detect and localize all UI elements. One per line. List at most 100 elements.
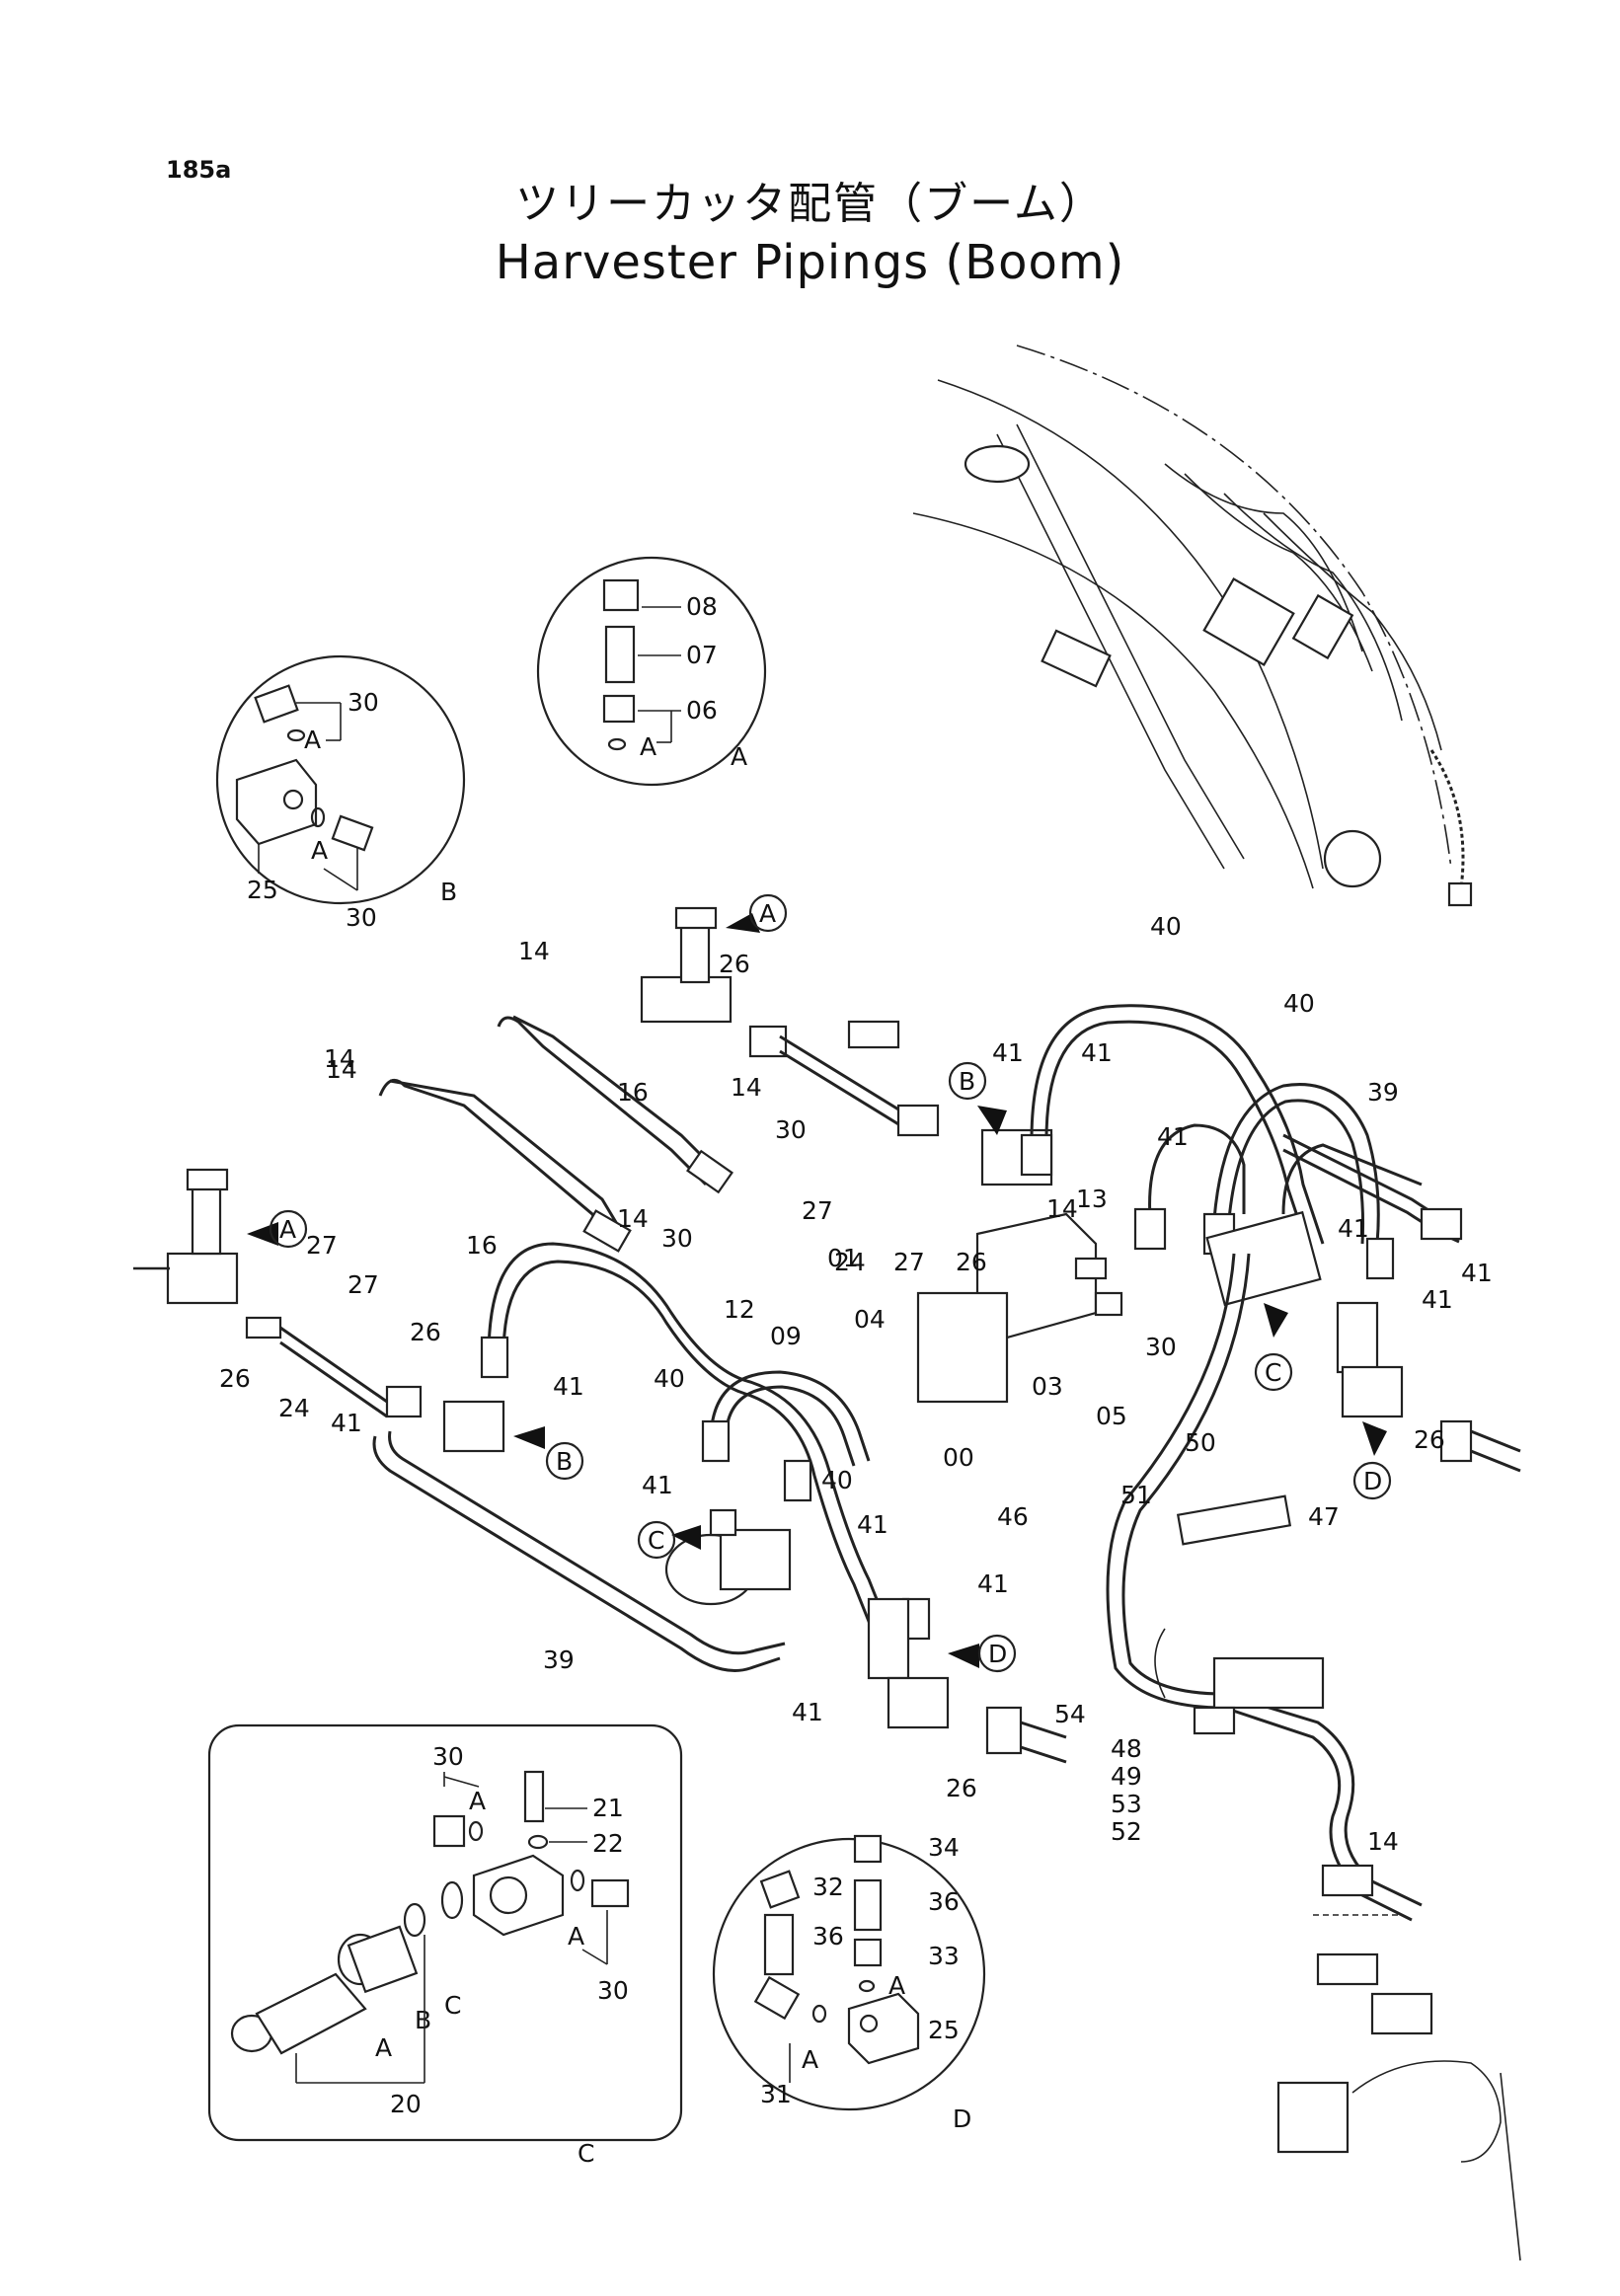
label-40-c: 40 xyxy=(654,1364,685,1393)
label-41-f: 41 xyxy=(1422,1285,1453,1314)
c-label-30-right: 30 xyxy=(597,1976,629,2005)
c-label-21: 21 xyxy=(592,1794,624,1822)
label-13: 13 xyxy=(1076,1185,1108,1213)
label-14-g: 14 xyxy=(324,1044,355,1073)
caption-c: C xyxy=(578,2139,594,2168)
label-40-d: 40 xyxy=(821,1466,853,1494)
caption-b: B xyxy=(440,878,457,906)
label-24-a: 24 xyxy=(834,1248,866,1276)
label-41-i: 41 xyxy=(642,1471,673,1499)
c-label-30-top: 30 xyxy=(432,1742,464,1771)
main-assembly: A A B B xyxy=(133,893,1521,2261)
detail-view-a: 08 07 06 A A xyxy=(536,556,767,787)
label-30-top: 30 xyxy=(347,688,379,717)
label-25: 25 xyxy=(247,876,278,904)
callout-b-lower-label: B xyxy=(556,1447,573,1476)
callout-b-lower xyxy=(545,1441,584,1481)
label-54: 54 xyxy=(1054,1700,1086,1728)
callout-d-lower xyxy=(977,1634,1017,1673)
d-label-31: 31 xyxy=(760,2080,792,2108)
detail-view-c: 30 A 21 22 A 30 A B C 20 C xyxy=(207,1723,683,2168)
title-japanese: ツリーカッタ配管（ブーム） xyxy=(515,179,1105,229)
callout-a-left xyxy=(269,1209,308,1249)
label-48: 48 xyxy=(1111,1734,1142,1763)
label-27-c: 27 xyxy=(306,1231,338,1260)
callout-b-upper xyxy=(948,1061,987,1101)
label-26-b: 26 xyxy=(956,1248,987,1276)
label-47: 47 xyxy=(1308,1502,1340,1531)
callout-d-upper-label: D xyxy=(1363,1467,1382,1495)
label-14-e: 14 xyxy=(617,1204,649,1233)
c-ref-c: C xyxy=(444,1991,461,2020)
d-label-32: 32 xyxy=(812,1873,844,1901)
label-01: 01 xyxy=(827,1244,859,1272)
label-41-b: 41 xyxy=(1081,1038,1113,1067)
label-14-c: 14 xyxy=(1046,1194,1078,1223)
label-41-h: 41 xyxy=(553,1372,584,1401)
label-14-f: 14 xyxy=(1367,1827,1399,1856)
label-41-k: 41 xyxy=(977,1569,1009,1598)
label-46: 46 xyxy=(997,1502,1029,1531)
d-label-36-right: 36 xyxy=(928,1887,960,1916)
d-label-34: 34 xyxy=(928,1833,960,1862)
c-ref-a1: A xyxy=(469,1787,486,1815)
d-label-33: 33 xyxy=(928,1942,960,1970)
ref-a: A xyxy=(640,732,656,761)
label-41-g: 41 xyxy=(331,1409,362,1437)
label-50: 50 xyxy=(1185,1428,1216,1457)
label-16-a: 16 xyxy=(617,1078,649,1107)
detail-view-b: 30 A 25 A 30 B xyxy=(215,654,466,932)
label-09: 09 xyxy=(770,1322,802,1350)
label-26-e: 26 xyxy=(946,1774,977,1802)
label-40-b: 40 xyxy=(1283,989,1315,1018)
label-30-bottom: 30 xyxy=(346,903,377,932)
label-41-j: 41 xyxy=(857,1510,888,1539)
callout-a-top xyxy=(748,893,788,933)
label-27-d: 27 xyxy=(347,1270,379,1299)
label-26-f: 26 xyxy=(1414,1425,1445,1454)
d-label-25: 25 xyxy=(928,2016,960,2044)
label-40-a: 40 xyxy=(1150,912,1182,941)
title-english: Harvester Pipings (Boom) xyxy=(495,235,1125,290)
caption-a: A xyxy=(731,742,747,771)
callout-d-upper xyxy=(1352,1461,1392,1500)
part-labels: 14 26 14 16 16 40 40 39 41 41 14 41 41 4… xyxy=(219,912,1493,1856)
label-30-c: 30 xyxy=(1145,1333,1177,1361)
label-12: 12 xyxy=(724,1295,755,1324)
callout-b-upper-label: B xyxy=(959,1067,975,1096)
label-27-a: 27 xyxy=(802,1196,833,1225)
label-49: 49 xyxy=(1111,1762,1142,1791)
label-51: 51 xyxy=(1120,1481,1152,1509)
c-ref-a2: A xyxy=(568,1922,584,1951)
label-05: 05 xyxy=(1096,1402,1127,1430)
label-41-a: 41 xyxy=(992,1038,1024,1067)
c-label-20: 20 xyxy=(390,2090,422,2118)
label-41-l: 41 xyxy=(792,1698,823,1726)
c-ref-a3: A xyxy=(375,2033,392,2062)
callout-c-lower-label: C xyxy=(648,1526,664,1555)
ref-a-b2: A xyxy=(311,836,328,865)
label-53: 53 xyxy=(1111,1790,1142,1818)
label-16-b: 16 xyxy=(466,1231,498,1260)
boom-overview xyxy=(912,344,1473,907)
caption-d: D xyxy=(953,2105,971,2133)
label-08: 08 xyxy=(686,592,718,621)
callout-a-top-label: A xyxy=(759,899,776,928)
label-39-a: 39 xyxy=(1367,1078,1399,1107)
label-06: 06 xyxy=(686,696,718,725)
d-label-36-left: 36 xyxy=(812,1922,844,1951)
d-ref-a1: A xyxy=(888,1971,905,2000)
label-41-d: 41 xyxy=(1338,1214,1369,1243)
label-41-c: 41 xyxy=(1157,1122,1189,1151)
label-03: 03 xyxy=(1032,1372,1063,1401)
label-26-d: 26 xyxy=(219,1364,251,1393)
label-14-a: 14 xyxy=(518,937,550,965)
callout-d-lower-label: D xyxy=(988,1640,1007,1668)
label-00: 00 xyxy=(943,1443,974,1472)
label-24-b: 24 xyxy=(278,1394,310,1422)
label-27-b: 27 xyxy=(893,1248,925,1276)
label-14-d: 14 xyxy=(731,1073,762,1102)
label-07: 07 xyxy=(686,641,718,669)
callout-a-left-label: A xyxy=(279,1215,296,1244)
